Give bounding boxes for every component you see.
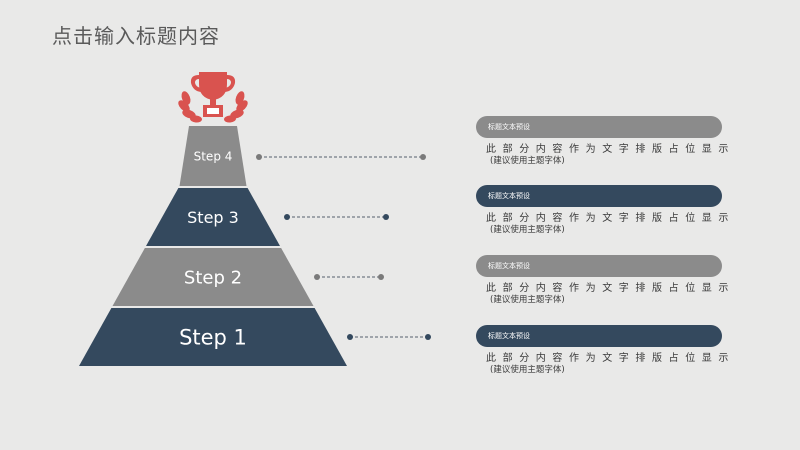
card-heading: 标题文本预设	[476, 325, 722, 347]
slide-title: 点击输入标题内容	[52, 24, 220, 48]
card-body: 此部分内容作为文字排版占位显示(建议使用主题字体)	[476, 212, 735, 236]
connector-dot	[284, 214, 290, 220]
connector-dot	[420, 154, 426, 160]
step-label: Step 4	[194, 149, 233, 163]
card-body-note: (建议使用主题字体)	[490, 295, 565, 305]
card-heading: 标题文本预设	[476, 255, 722, 277]
connector-dot	[383, 214, 389, 220]
text-card: 标题文本预设此部分内容作为文字排版占位显示(建议使用主题字体)	[476, 116, 735, 167]
connector-dot	[347, 334, 353, 340]
text-card: 标题文本预设此部分内容作为文字排版占位显示(建议使用主题字体)	[476, 185, 735, 236]
card-body-text: 此部分内容作为文字排版占位显示	[486, 213, 735, 224]
step-label: Step 3	[187, 208, 239, 227]
card-body-text: 此部分内容作为文字排版占位显示	[486, 283, 735, 294]
pyramid-layer-step-1	[79, 308, 347, 366]
card-body-note: (建议使用主题字体)	[490, 365, 565, 375]
card-body-text: 此部分内容作为文字排版占位显示	[486, 144, 735, 155]
card-body-note: (建议使用主题字体)	[490, 156, 565, 166]
pyramid-layer-step-4	[179, 126, 247, 186]
text-card: 标题文本预设此部分内容作为文字排版占位显示(建议使用主题字体)	[476, 325, 735, 376]
connector-dot	[314, 274, 320, 280]
card-body-note: (建议使用主题字体)	[490, 225, 565, 235]
trophy-with-laurel-icon	[178, 72, 248, 123]
card-body: 此部分内容作为文字排版占位显示(建议使用主题字体)	[476, 143, 735, 167]
connector-dot	[378, 274, 384, 280]
step-label: Step 1	[179, 326, 247, 350]
step-label: Step 2	[184, 267, 242, 288]
card-heading: 标题文本预设	[476, 185, 722, 207]
connector-dot	[256, 154, 262, 160]
pyramid-layer-step-3	[146, 188, 280, 246]
text-card: 标题文本预设此部分内容作为文字排版占位显示(建议使用主题字体)	[476, 255, 735, 306]
card-body-text: 此部分内容作为文字排版占位显示	[486, 353, 735, 364]
card-body: 此部分内容作为文字排版占位显示(建议使用主题字体)	[476, 352, 735, 376]
pyramid-layer-step-2	[112, 248, 314, 306]
card-heading: 标题文本预设	[476, 116, 722, 138]
card-body: 此部分内容作为文字排版占位显示(建议使用主题字体)	[476, 282, 735, 306]
connector-dot	[425, 334, 431, 340]
